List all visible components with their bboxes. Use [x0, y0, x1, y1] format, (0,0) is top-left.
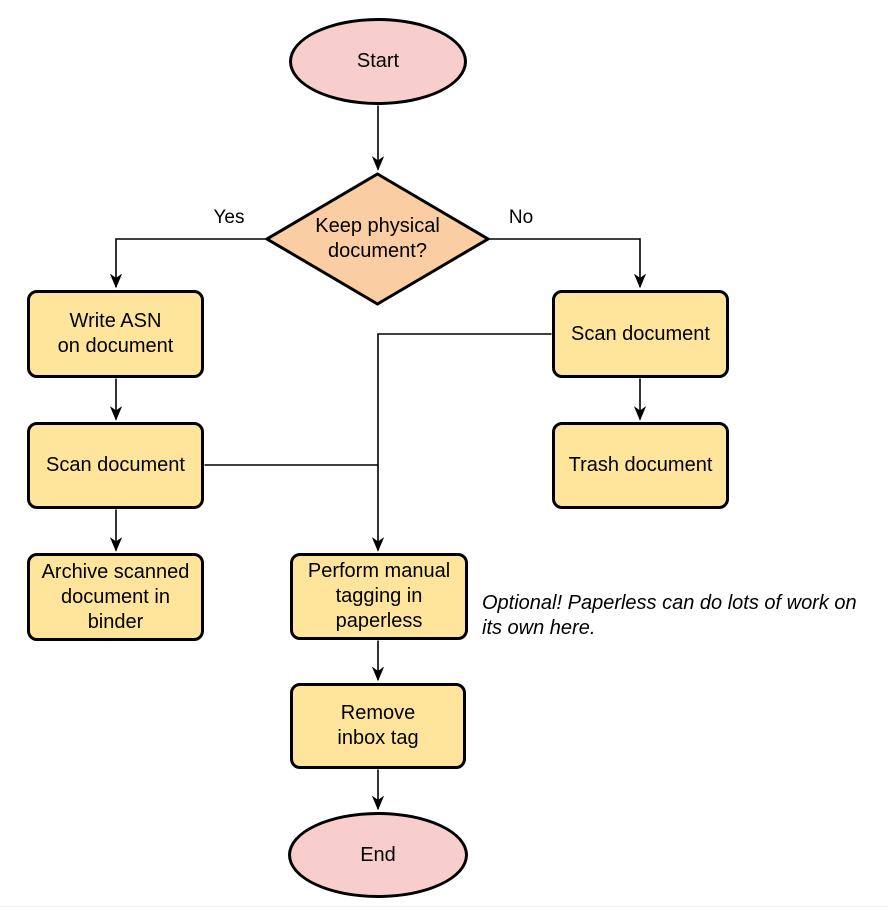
decision-diamond [265, 172, 490, 306]
node-scan-document-right: Scan document [552, 290, 729, 378]
node-decision-label: Keep physical document? [315, 215, 440, 262]
node-archive-binder: Archive scanned document in binder [27, 553, 204, 641]
node-start: Start [289, 18, 467, 105]
node-trash-document: Trash document [552, 422, 729, 509]
node-start-label: Start [356, 50, 400, 72]
node-scan-document-left-label: Scan document [46, 454, 185, 476]
edge-scan-right-to-tagging [378, 333, 552, 551]
node-write-asn-label: Write ASN on document [57, 310, 174, 357]
node-remove-inbox-tag: Remove inbox tag [290, 683, 466, 769]
decision-shape [265, 172, 490, 306]
note-optional-paperless: Optional! Paperless can do lots of work … [482, 592, 857, 639]
edge-decision-yes-to-write-asn [116, 238, 265, 287]
node-remove-inbox-tag-label: Remove inbox tag [337, 702, 419, 749]
node-manual-tagging-label: Perform manual tagging in paperless [307, 560, 451, 632]
edge-decision-no-to-scan-right [490, 238, 640, 287]
node-decision: Keep physical document? [265, 172, 490, 306]
node-scan-document-right-label: Scan document [571, 322, 710, 345]
node-end: End [288, 812, 468, 898]
node-archive-binder-label: Archive scanned document in binder [41, 560, 190, 633]
edge-label-yes: Yes [213, 207, 245, 228]
node-manual-tagging: Perform manual tagging in paperless [290, 553, 468, 640]
node-write-asn: Write ASN on document [27, 290, 204, 378]
node-end-label: End [360, 843, 396, 866]
node-trash-document-label: Trash document [568, 454, 713, 476]
node-scan-document-left: Scan document [27, 422, 204, 509]
edge-label-no: No [508, 207, 534, 228]
